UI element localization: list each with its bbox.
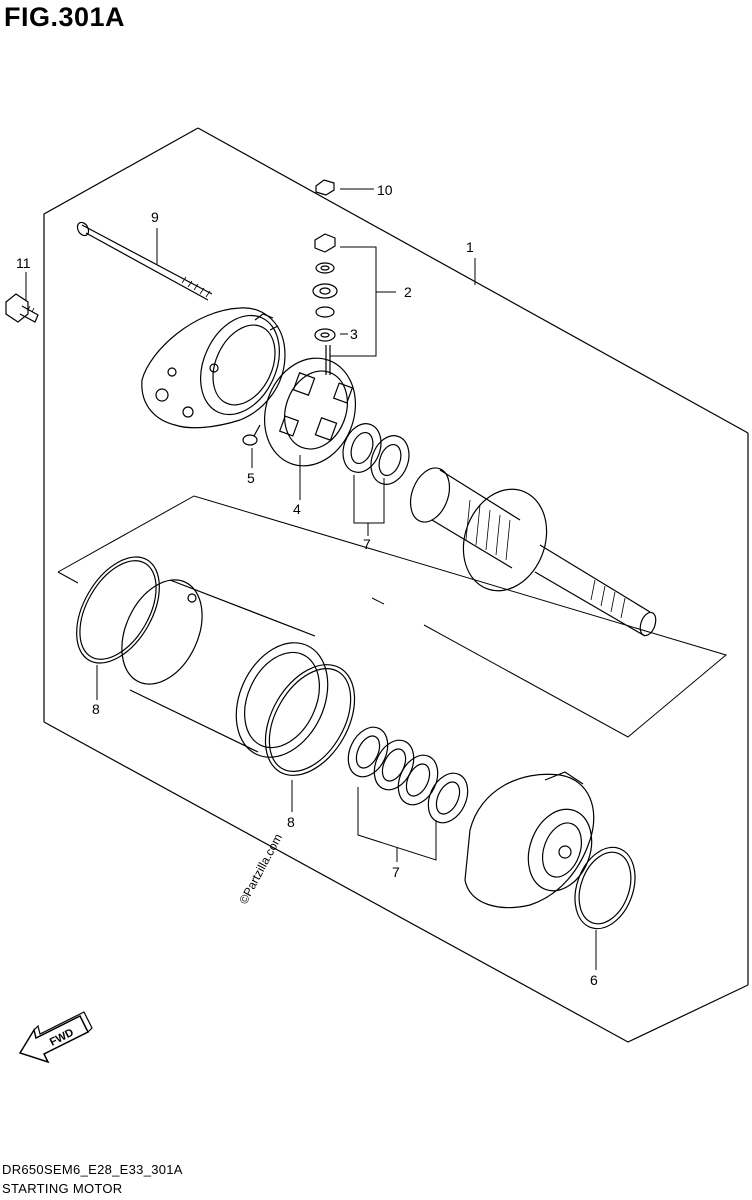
terminal-hardware-stack xyxy=(312,233,338,342)
callout-8-left: 8 xyxy=(92,701,100,717)
callout-7-lower: 7 xyxy=(392,864,400,880)
callout-5: 5 xyxy=(247,470,255,486)
fwd-arrow-icon: FWD xyxy=(18,1011,93,1064)
callout-7-upper: 7 xyxy=(363,536,371,552)
callout-3: 3 xyxy=(350,326,358,342)
watermark-text: ©Partzilla.com xyxy=(236,831,285,906)
figure-name: STARTING MOTOR xyxy=(2,1181,123,1196)
armature-subbox xyxy=(57,495,728,738)
callout-11: 11 xyxy=(16,255,31,271)
figure-title: FIG.301A xyxy=(4,2,126,32)
nut-part xyxy=(315,179,335,196)
brush-holder-part xyxy=(263,345,357,467)
terminal-part xyxy=(242,424,261,446)
upper-washers-part xyxy=(342,423,410,485)
assembly-outline xyxy=(43,127,749,1043)
callout-9: 9 xyxy=(151,209,159,225)
armature-part xyxy=(409,467,657,637)
front-housing-part xyxy=(464,771,595,909)
callout-1: 1 xyxy=(466,239,474,255)
figure-code: DR650SEM6_E28_E33_301A xyxy=(2,1162,183,1177)
o-ring-right-part xyxy=(264,664,356,776)
callout-6: 6 xyxy=(590,972,598,988)
o-ring-left-part xyxy=(76,556,160,664)
callout-numbers: 1 2 3 4 5 6 7 7 8 8 9 10 11 xyxy=(16,182,598,988)
yoke-part xyxy=(121,579,329,758)
callout-8-right: 8 xyxy=(287,814,295,830)
lower-washers-part xyxy=(347,726,469,824)
through-bolt-part xyxy=(76,221,213,301)
small-bolt-part xyxy=(5,293,39,323)
callout-2: 2 xyxy=(404,284,412,300)
leader-lines xyxy=(25,188,597,970)
o-ring-front-part xyxy=(574,846,636,930)
callout-4: 4 xyxy=(293,501,301,517)
callout-10: 10 xyxy=(377,182,393,198)
rear-housing-part xyxy=(141,307,286,429)
